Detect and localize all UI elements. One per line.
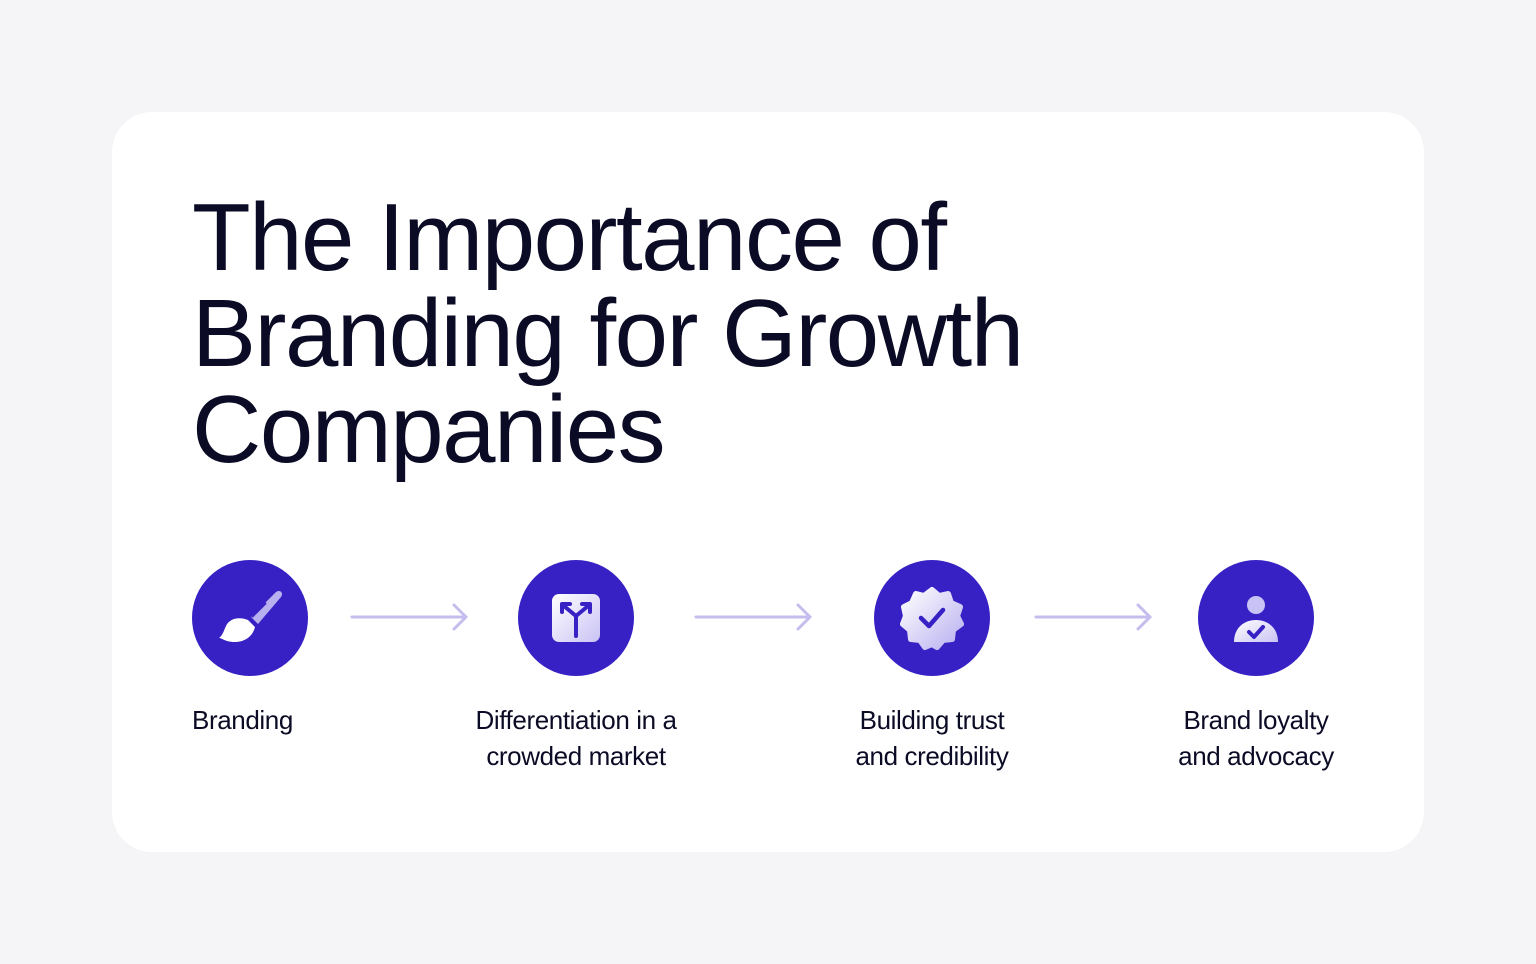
step-label-differentiation: Differentiation in a crowded market bbox=[475, 705, 677, 771]
arrow-right-icon bbox=[694, 603, 812, 631]
user-check-icon bbox=[1234, 596, 1278, 642]
page-title: The Importance of Branding for Growth Co… bbox=[192, 190, 1192, 478]
verified-badge-icon bbox=[900, 587, 964, 650]
arrow-right-icon bbox=[350, 603, 468, 631]
step-branding bbox=[192, 560, 308, 676]
step-loyalty bbox=[1198, 560, 1314, 676]
title-line-2: Branding for Growth bbox=[192, 280, 1024, 387]
diagram-card: The Importance of Branding for Growth Co… bbox=[112, 112, 1424, 852]
step-differentiation bbox=[518, 560, 634, 676]
step-label-loyalty: Brand loyalty and advocacy bbox=[1178, 705, 1334, 771]
paintbrush-icon bbox=[219, 590, 283, 642]
diverging-arrows-icon bbox=[552, 594, 600, 642]
step-label-trust: Building trust and credibility bbox=[855, 705, 1009, 771]
arrow-right-icon bbox=[1034, 603, 1152, 631]
step-trust bbox=[874, 560, 990, 676]
step-label-branding: Branding bbox=[192, 705, 293, 735]
title-line-1: The Importance of bbox=[192, 184, 947, 291]
title-line-3: Companies bbox=[192, 376, 666, 483]
